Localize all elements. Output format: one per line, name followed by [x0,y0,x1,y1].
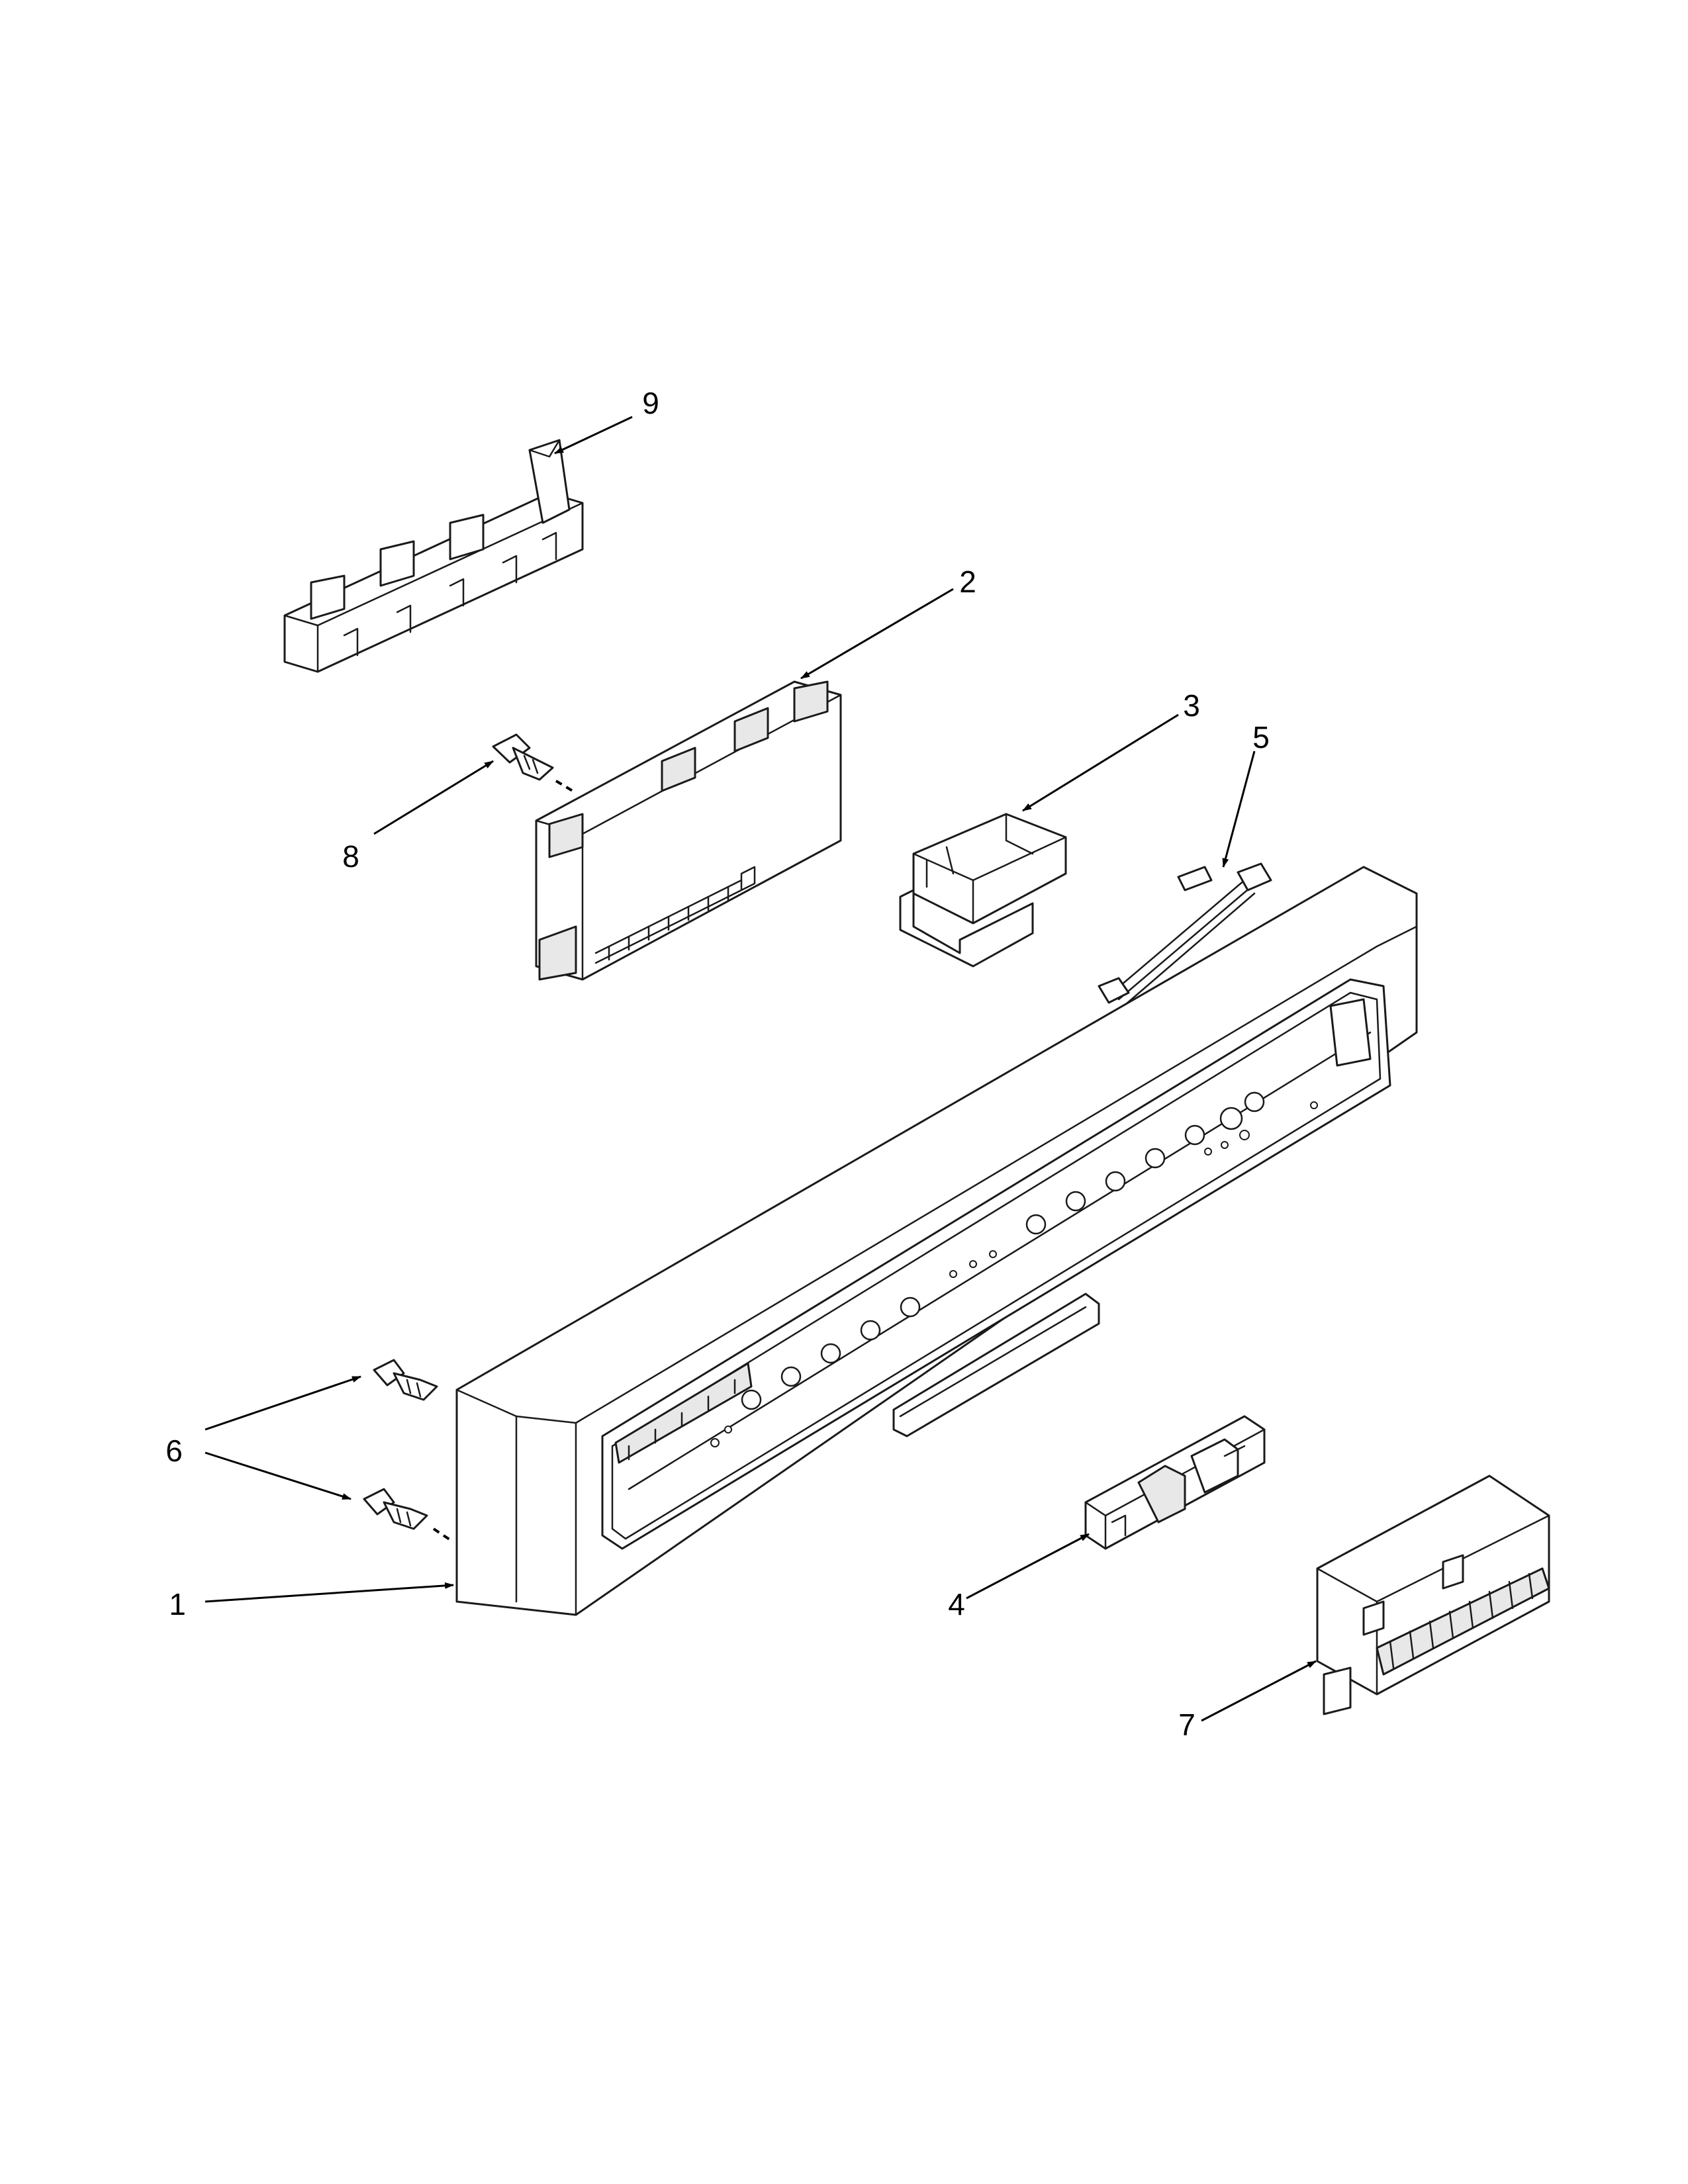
part-2-control-board [535,680,842,981]
callout-2: 2 [959,565,976,599]
callout-5: 5 [1252,720,1270,754]
leader-9 [554,416,633,455]
callout-9: 9 [642,386,659,420]
leader-4 [966,1533,1090,1600]
part-5-wire-harness [1098,862,1272,1006]
leader-lines [205,416,1317,1722]
leader-6a [205,1375,361,1431]
callout-3: 3 [1183,688,1200,723]
callout-4: 4 [948,1587,965,1621]
callout-labels: 9 2 3 5 8 6 1 4 7 [165,386,1270,1742]
leader-6b [205,1451,352,1500]
callout-8: 8 [342,839,359,874]
leader-1 [205,1582,454,1603]
part-4-latch [1084,1415,1266,1550]
part-9-bracket [283,439,584,673]
part-3-housing [899,813,1067,968]
leader-2 [800,588,954,680]
leader-5 [1222,751,1256,868]
leader-7 [1201,1660,1317,1722]
part-8-screw [492,733,577,794]
part-7-brush-assembly [1316,1475,1550,1715]
callout-6: 6 [165,1433,183,1468]
leader-8 [373,760,494,835]
leader-3 [1022,713,1179,812]
callout-1: 1 [169,1587,186,1621]
part-1-console-panel [455,866,1418,1616]
callout-7: 7 [1178,1707,1196,1742]
part-6-screws [363,1359,455,1543]
